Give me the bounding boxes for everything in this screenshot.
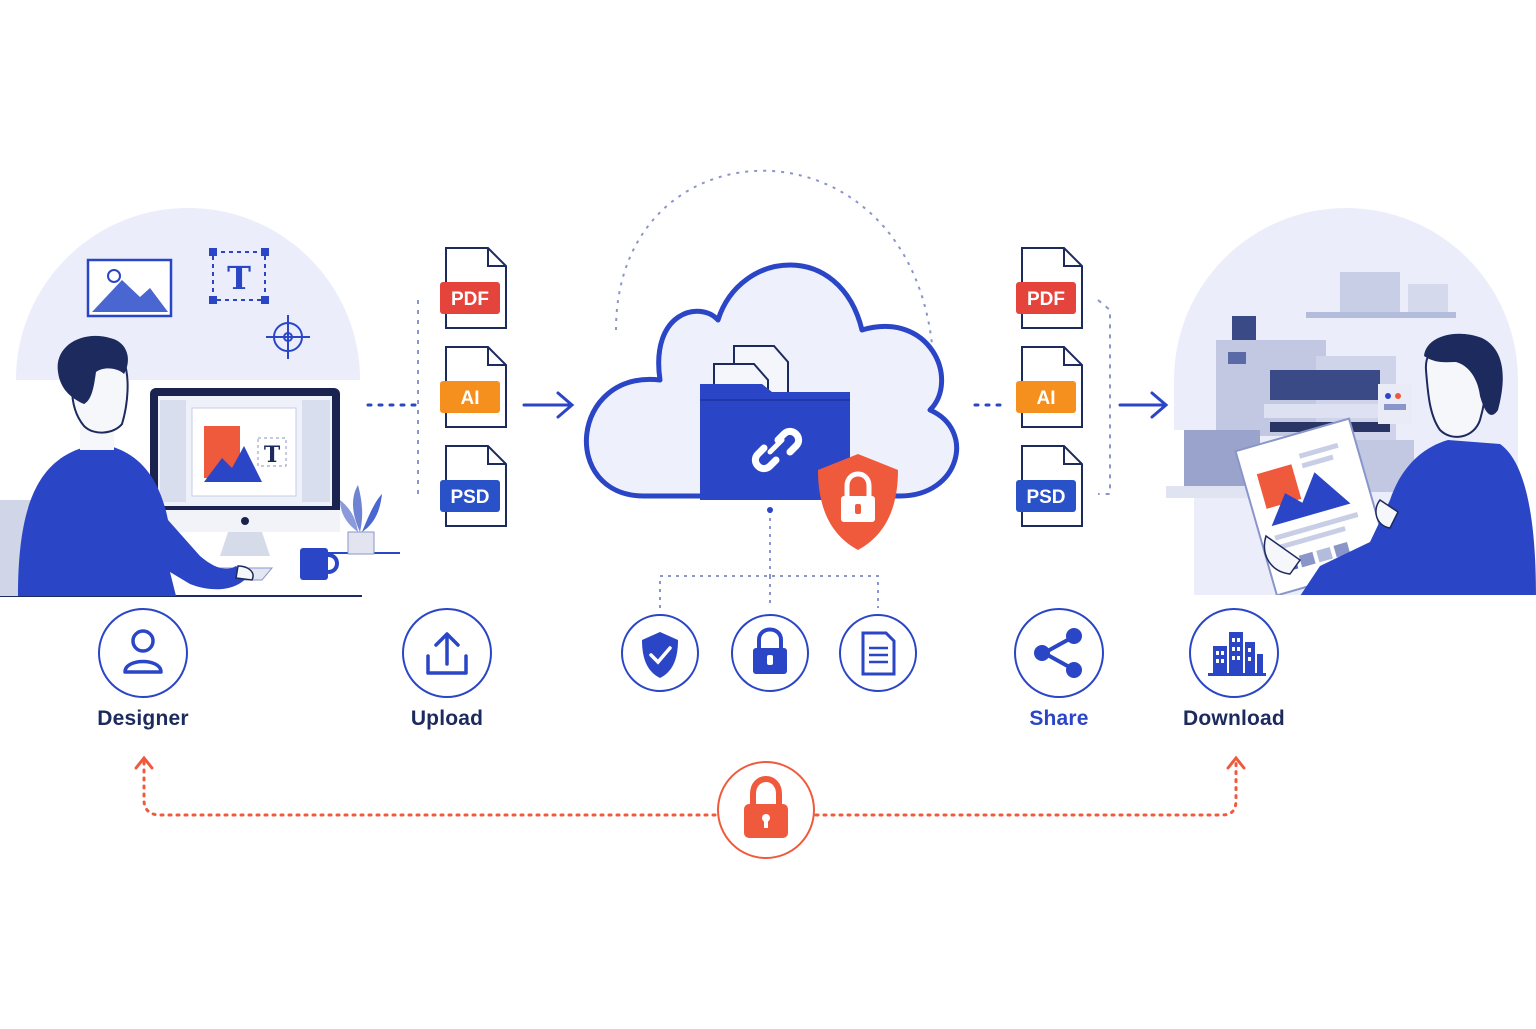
arrow-up-icon-left <box>134 755 154 770</box>
image-icon <box>86 258 173 318</box>
step-designer <box>98 608 188 698</box>
psd-file-icon-right: PSD <box>1016 445 1083 527</box>
share-label: Share <box>1029 707 1089 730</box>
pdf-badge-label-right: PDF <box>1027 289 1065 310</box>
step-share <box>1014 608 1104 698</box>
upload-file-stack: PDF AI PSD <box>366 247 575 527</box>
ai-file-icon: AI <box>440 346 507 428</box>
pdf-file-icon-right: PDF <box>1016 247 1083 329</box>
printer-scene <box>1166 208 1536 597</box>
padlock-icon <box>717 761 815 859</box>
ai-file-icon-right: AI <box>1016 346 1083 428</box>
plant-icon <box>340 485 382 555</box>
share-file-stack: PDF AI PSD <box>973 247 1169 527</box>
designer-label: Designer <box>97 707 189 730</box>
upload-label: Upload <box>410 707 484 730</box>
mug-icon <box>300 548 339 580</box>
pdf-file-icon: PDF <box>440 247 507 329</box>
secure-connection <box>134 755 1246 859</box>
arrow-right-icon <box>522 391 575 419</box>
psd-badge-label: PSD <box>450 487 489 508</box>
share-icon <box>1034 628 1082 678</box>
step-download <box>1189 608 1279 698</box>
user-icon <box>123 629 163 674</box>
upload-icon <box>426 632 468 675</box>
canvas-text-tool-glyph: T <box>264 442 281 468</box>
pdf-badge-label: PDF <box>451 289 489 310</box>
arrow-right-icon-2 <box>1118 391 1169 419</box>
download-label: Download <box>1183 707 1285 730</box>
client-person <box>1263 333 1536 596</box>
link-icon <box>751 427 803 473</box>
crosshair-icon <box>266 315 310 359</box>
floating-text-tool-glyph: T <box>227 259 251 297</box>
document-icon <box>839 614 917 692</box>
psd-file-icon: PSD <box>440 445 507 527</box>
buildings-icon <box>1208 632 1266 676</box>
step-upload <box>402 608 492 698</box>
ai-badge-label: AI <box>461 388 480 409</box>
lock-icon <box>731 614 809 692</box>
designer-scene: T T <box>0 208 400 597</box>
shield-check-icon <box>621 614 699 692</box>
text-tool-icon: T <box>209 248 269 304</box>
ai-badge-label-right: AI <box>1037 388 1056 409</box>
monitor: T <box>150 388 340 556</box>
security-icons <box>621 614 917 692</box>
designer-person <box>18 335 254 596</box>
psd-badge-label-right: PSD <box>1026 487 1065 508</box>
shield-lock-icon <box>818 454 898 550</box>
arrow-up-icon-right <box>1226 755 1246 770</box>
cloud-storage <box>583 169 959 608</box>
folder-icon <box>700 345 850 500</box>
